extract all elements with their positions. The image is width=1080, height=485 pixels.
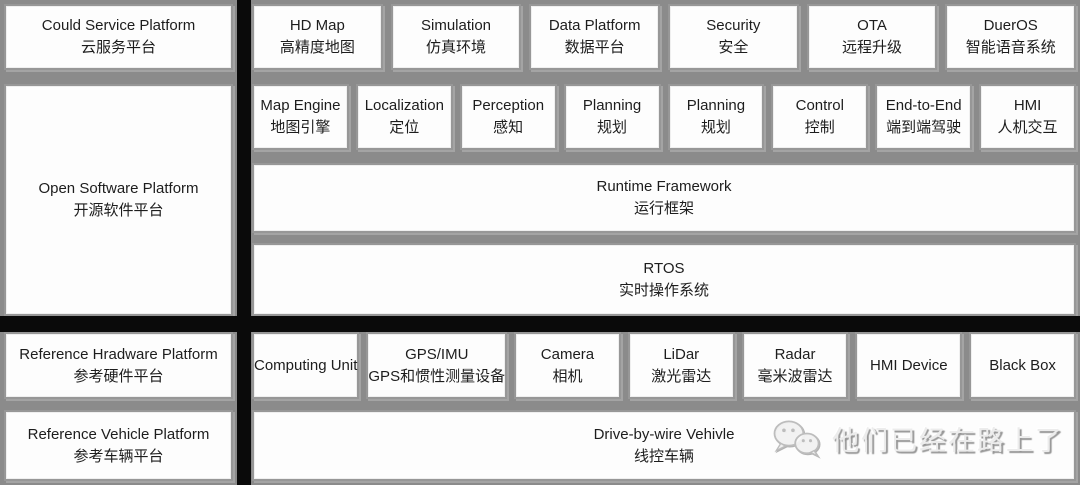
platform-label-en: Open Software Platform (38, 180, 199, 197)
module-label-en: Map Engine (260, 97, 341, 114)
hardware-label-en: LiDar (663, 345, 700, 363)
box-camera: Camera 相机 (514, 332, 621, 399)
vehicle-label-en: Drive-by-wire Vehivle (593, 425, 735, 443)
box-security: Security 安全 (668, 4, 799, 70)
box-planning-1: Planning 规划 (563, 84, 661, 150)
service-label-zh: 仿真环境 (426, 39, 487, 56)
platform-label-zh: 开源软件平台 (73, 202, 164, 219)
module-label-zh: 地图引擎 (270, 119, 331, 136)
box-drive-by-wire-vehicle: Drive-by-wire Vehivle 线控车辆 (252, 410, 1076, 481)
box-data-platform: Data Platform 数据平台 (529, 4, 661, 70)
box-could-service-platform: Could Service Platform 云服务平台 (4, 4, 233, 70)
module-label-en: Perception (472, 97, 545, 114)
module-label-en: Planning (686, 97, 746, 114)
runtime-label-en: Runtime Framework (596, 178, 732, 195)
platform-label-zh: 云服务平台 (80, 39, 156, 56)
box-hd-map: HD Map 高精度地图 (252, 4, 383, 70)
platform-label-zh: 参考硬件平台 (73, 367, 164, 385)
module-label-zh: 人机交互 (997, 119, 1058, 136)
module-label-en: Control (795, 97, 844, 114)
rtos-label-zh: 实时操作系统 (618, 281, 709, 299)
box-black-box: Black Box (969, 332, 1076, 399)
hardware-label-en: GPS/IMU (405, 345, 469, 363)
hardware-label-zh: 激光雷达 (651, 367, 712, 385)
box-control: Control 控制 (771, 84, 869, 150)
box-hmi: HMI 人机交互 (979, 84, 1076, 150)
hardware-components-row: Computing Unit GPS/IMU GPS和惯性测量设备 Camera… (252, 332, 1076, 399)
box-open-software-platform: Open Software Platform 开源软件平台 (4, 84, 233, 316)
box-gps-imu: GPS/IMU GPS和惯性测量设备 (366, 332, 508, 399)
software-modules-row: Map Engine 地图引擎 Localization 定位 Percepti… (252, 84, 1076, 150)
watermark-text: 他们已经在路上了 (832, 425, 1064, 456)
service-label-zh: 高精度地图 (279, 39, 355, 56)
hardware-label-zh: GPS和惯性测量设备 (368, 367, 506, 385)
box-runtime-framework: Runtime Framework 运行框架 (252, 163, 1076, 233)
module-label-zh: 端到端驾驶 (886, 119, 962, 136)
box-localization: Localization 定位 (355, 84, 453, 150)
box-reference-hardware-platform: Reference Hradware Platform 参考硬件平台 (4, 332, 233, 399)
wechat-icon (773, 420, 820, 458)
service-label-zh: 智能语音系统 (965, 39, 1056, 56)
module-label-zh: 规划 (700, 119, 731, 136)
service-label-en: Data Platform (548, 17, 641, 34)
section-divider-vertical (237, 0, 251, 485)
box-dueros: DuerOS 智能语音系统 (945, 4, 1077, 70)
box-rtos: RTOS 实时操作系统 (252, 243, 1076, 316)
rtos-label-en: RTOS (643, 259, 685, 277)
service-label-zh: 远程升级 (842, 39, 903, 56)
service-label-zh: 数据平台 (564, 39, 625, 56)
box-hmi-device: HMI Device (855, 332, 963, 399)
platform-label-en: Reference Vehicle Platform (27, 425, 210, 443)
hardware-label-zh: 相机 (552, 367, 583, 385)
module-label-en: Planning (582, 97, 642, 114)
service-label-en: Security (706, 17, 761, 34)
module-label-en: Localization (364, 97, 444, 114)
section-divider-horizontal (0, 316, 1080, 332)
box-lidar: LiDar 激光雷达 (627, 332, 735, 399)
module-label-zh: 规划 (597, 119, 628, 136)
hardware-label-zh: 毫米波雷达 (757, 367, 833, 385)
platform-label-en: Could Service Platform (41, 17, 196, 34)
box-ota: OTA 远程升级 (806, 4, 938, 70)
vehicle-label-zh: 线控车辆 (633, 447, 694, 465)
box-map-engine: Map Engine 地图引擎 (252, 84, 349, 150)
cloud-services-row: HD Map 高精度地图 Simulation 仿真环境 Data Platfo… (252, 4, 1077, 70)
hardware-label-en: Camera (540, 345, 595, 363)
box-radar: Radar 毫米波雷达 (741, 332, 849, 399)
watermark: 他们已经在路上了 (770, 416, 1064, 460)
platform-label-zh: 参考车辆平台 (73, 447, 164, 465)
box-reference-vehicle-platform: Reference Vehicle Platform 参考车辆平台 (4, 410, 233, 481)
service-label-en: HD Map (289, 17, 345, 34)
platform-label-en: Reference Hradware Platform (19, 345, 218, 363)
box-simulation: Simulation 仿真环境 (390, 4, 522, 70)
module-label-zh: 定位 (389, 119, 420, 136)
box-computing-unit: Computing Unit (252, 332, 360, 399)
module-label-en: End-to-End (885, 97, 962, 114)
service-label-en: OTA (857, 17, 887, 34)
module-label-zh: 感知 (493, 119, 524, 136)
box-end-to-end: End-to-End 端到端驾驶 (875, 84, 973, 150)
box-perception: Perception 感知 (459, 84, 557, 150)
service-label-en: DuerOS (983, 17, 1038, 34)
module-label-en: HMI (1013, 97, 1042, 114)
hardware-label-en: Radar (774, 345, 816, 363)
service-label-en: Simulation (420, 17, 492, 34)
runtime-label-zh: 运行框架 (633, 200, 694, 217)
box-planning-2: Planning 规划 (667, 84, 765, 150)
module-label-zh: 控制 (804, 119, 835, 136)
service-label-zh: 安全 (718, 39, 749, 56)
hardware-label-en: Black Box (989, 356, 1056, 374)
hardware-label-en: Computing Unit (254, 356, 358, 374)
hardware-label-en: HMI Device (870, 356, 948, 374)
